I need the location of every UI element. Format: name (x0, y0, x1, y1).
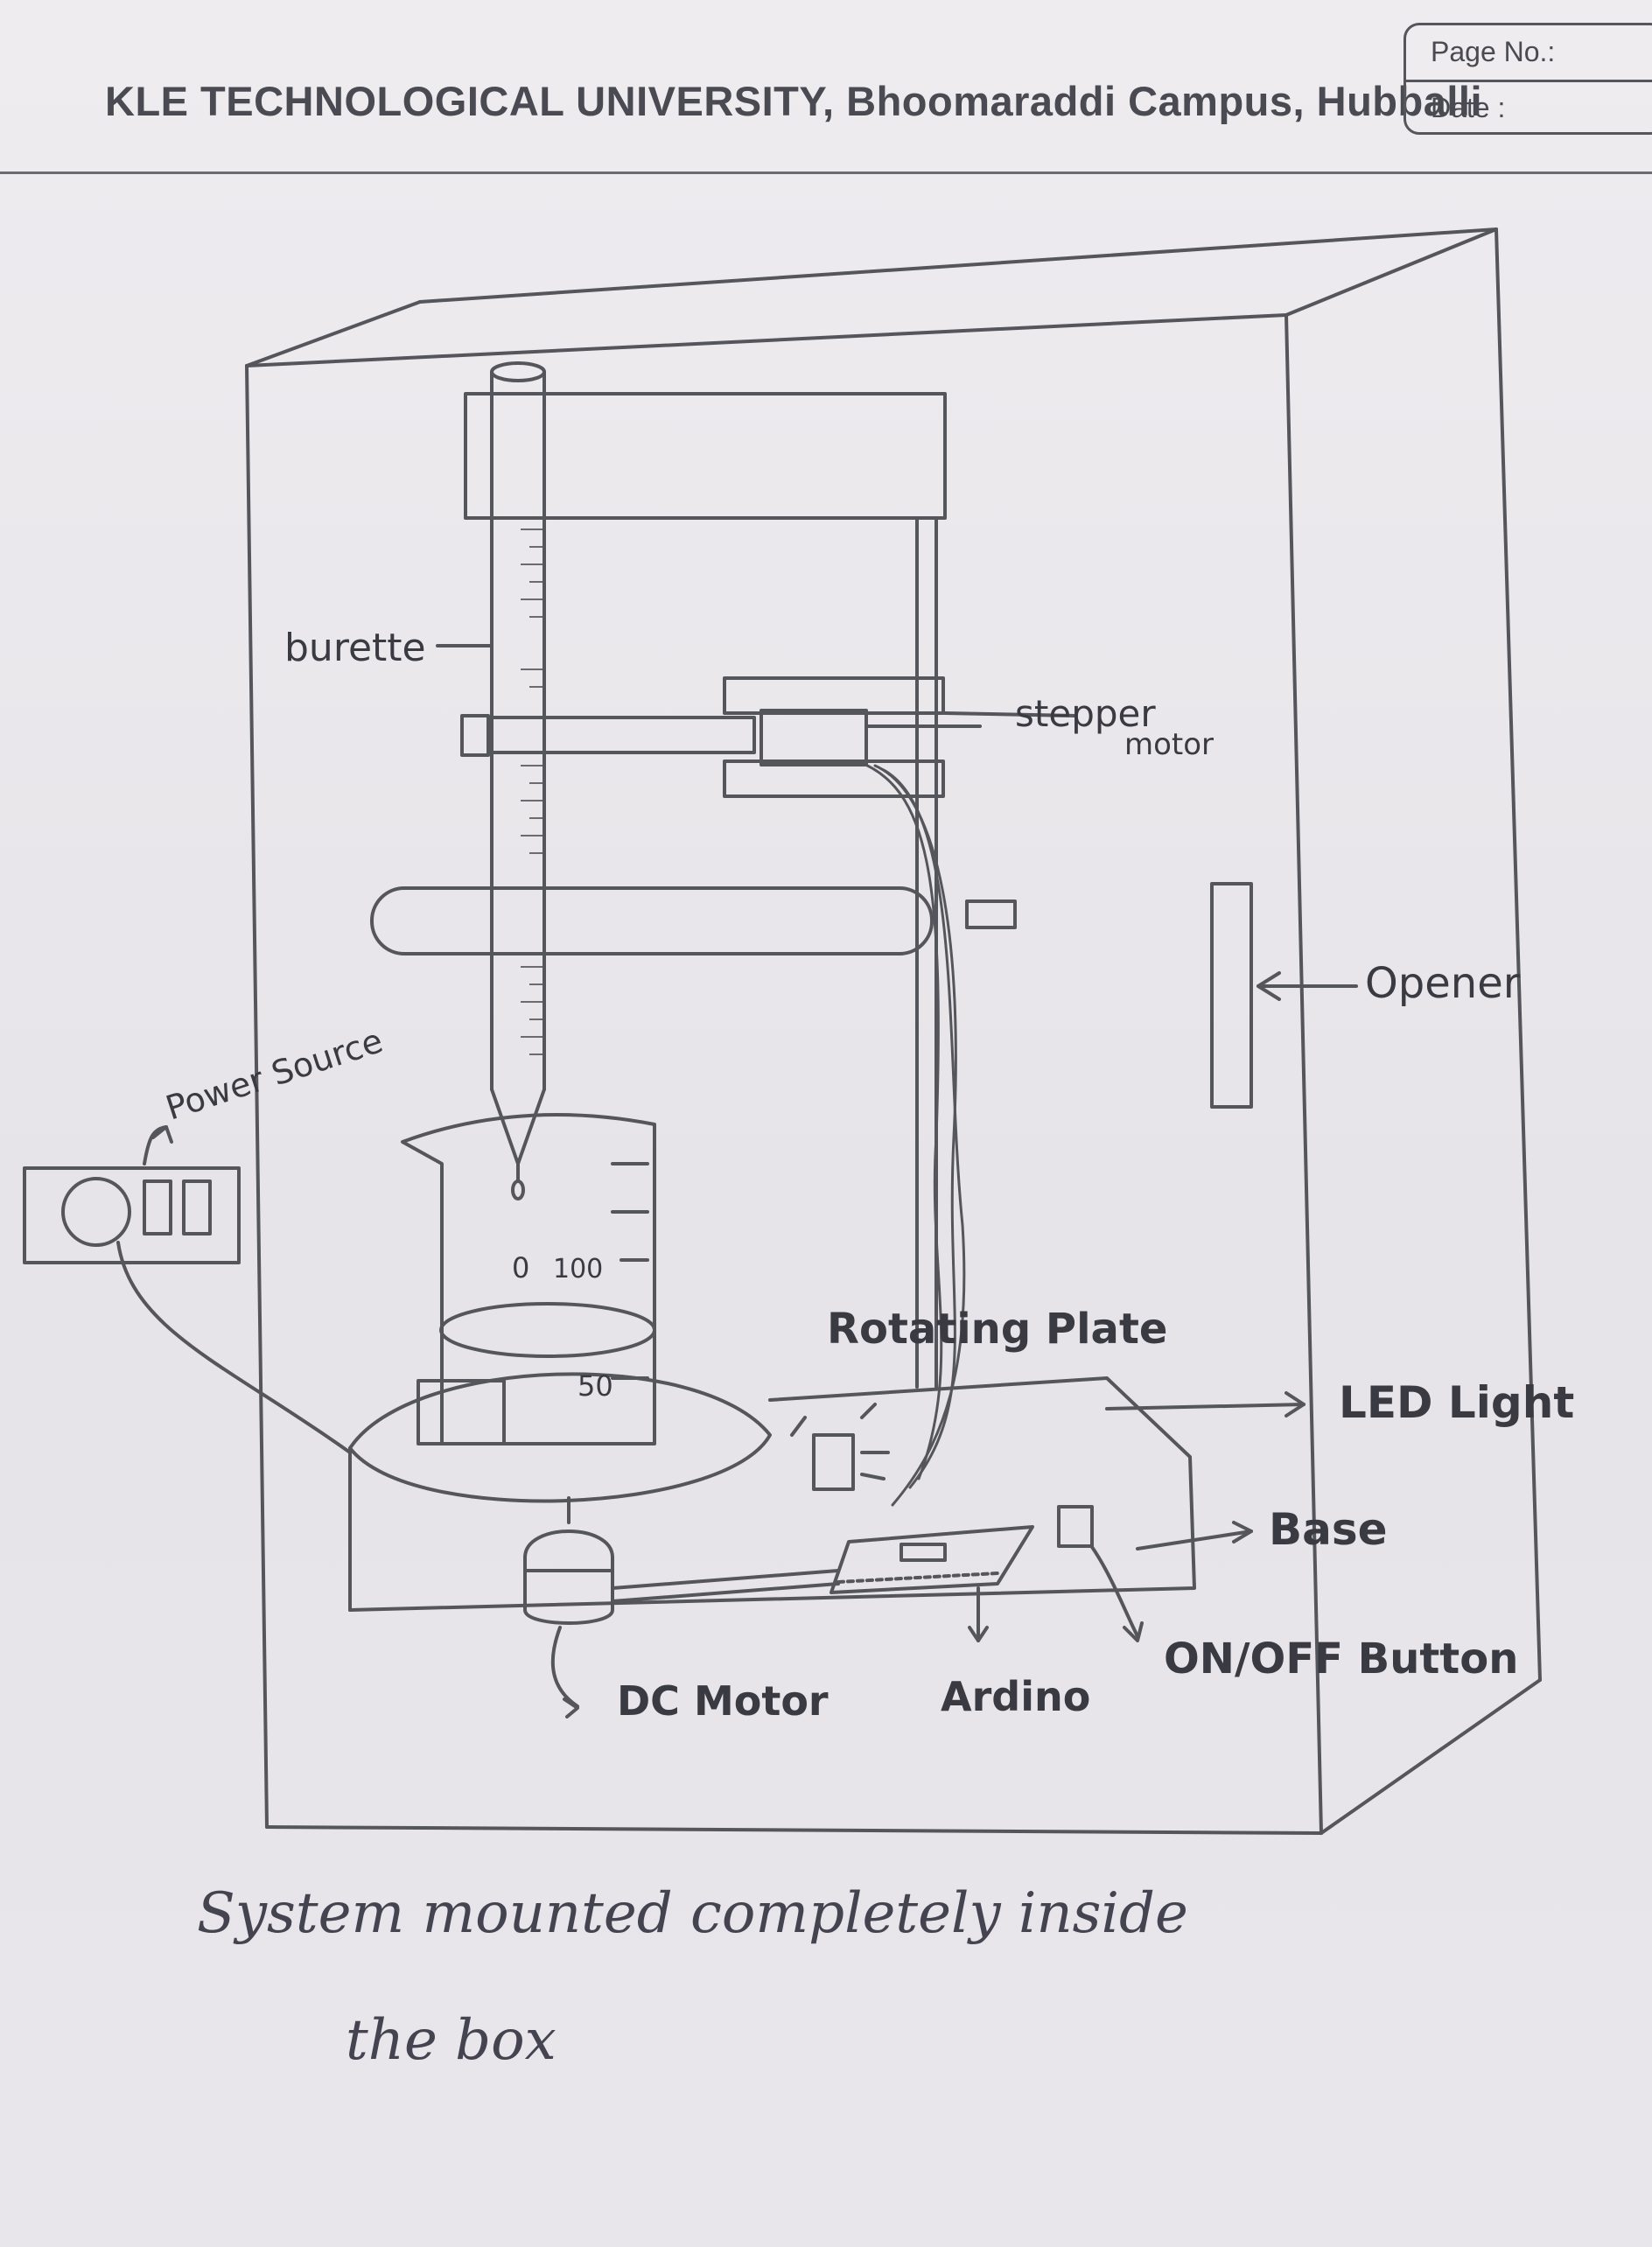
enclosure-box (247, 229, 1540, 1833)
opener-handle (1212, 884, 1251, 1107)
on-off-button-label: ON/OFF Button (1164, 1634, 1518, 1684)
stepper-motor (462, 678, 1076, 796)
burette-graduations (521, 529, 542, 1054)
rotating-plate-label: Rotating Plate (827, 1305, 1167, 1354)
arduino-board (831, 1527, 1032, 1641)
arduino-label: Ardino (941, 1673, 1090, 1720)
led-light (814, 1435, 853, 1489)
beaker-mark-50: 50 (578, 1369, 613, 1403)
burette-label: burette (284, 626, 426, 670)
dc-motor-label: DC Motor (617, 1677, 829, 1725)
plate-control-panel (418, 1381, 504, 1444)
beaker-mark-0: 0 (512, 1251, 529, 1284)
caption-line2: the box (346, 2008, 556, 2073)
opener-label: Opener (1365, 959, 1521, 1008)
stepper-label-line2: motor (1124, 727, 1214, 762)
led-light-label: LED Light (1339, 1377, 1574, 1428)
retort-stand (372, 394, 1015, 1387)
base-label: Base (1269, 1504, 1388, 1555)
rotating-plate (350, 1374, 770, 1501)
on-off-button (1059, 1507, 1092, 1546)
caption-line1: System mounted completely inside (197, 1881, 1188, 1946)
beaker-mark-100: 100 (553, 1254, 603, 1284)
power-source (24, 1127, 350, 1452)
power-source-label: Power Source (161, 1021, 387, 1127)
burette (492, 363, 544, 1199)
